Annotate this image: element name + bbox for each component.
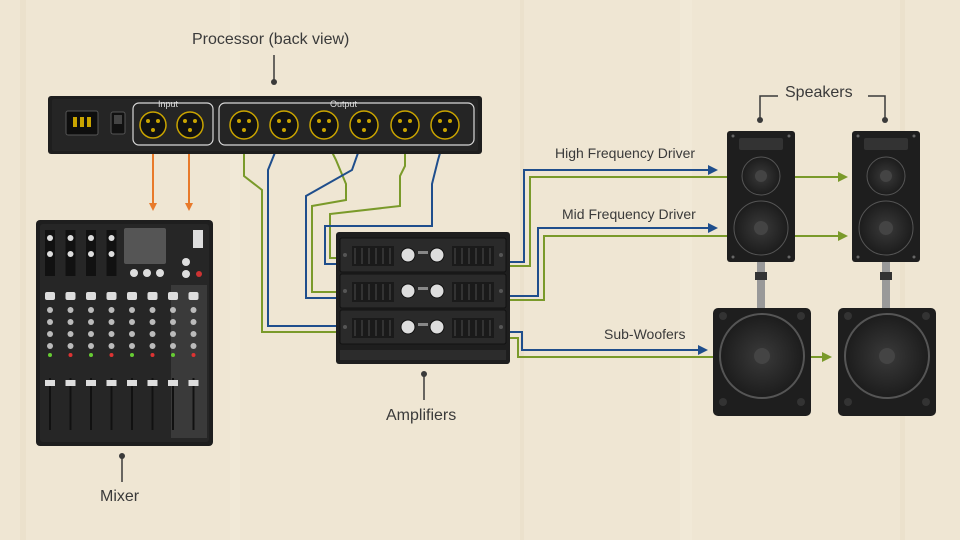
mixer-label: Mixer (100, 488, 140, 505)
power-switch-icon (110, 111, 126, 135)
xlr-output-3-icon (309, 110, 339, 140)
mixer-display (124, 228, 166, 264)
high-frequency-label: High Frequency Driver (555, 145, 696, 161)
mixer-channel-strip (168, 292, 178, 430)
mixer-channels (45, 230, 199, 430)
speakers-bracket-right (868, 95, 886, 120)
xlr-output-5-icon (390, 110, 420, 140)
mixer-unit (36, 220, 213, 446)
amplifiers-callout-dot (421, 371, 427, 377)
mixer-channel-strip (65, 230, 76, 430)
mixer-channel-strip (147, 292, 158, 430)
input-group-frame (132, 102, 214, 146)
xlr-output-6-icon (430, 110, 460, 140)
mid-frequency-label: Mid Frequency Driver (562, 206, 696, 222)
mixer-channel-strip (127, 292, 137, 430)
processor-unit (48, 96, 482, 154)
full-range-speaker-2 (852, 131, 920, 310)
xlr-outputs (229, 110, 460, 140)
amplifier-3 (339, 309, 507, 345)
speakers-bracket-left (759, 95, 778, 120)
sub-woofer-1 (713, 308, 811, 416)
processor-label: Processor (back view) (192, 31, 350, 48)
output-group-frame (218, 102, 475, 146)
amplifier-1 (339, 237, 507, 273)
output-label: Output (330, 99, 358, 109)
full-range-speaker-1 (727, 131, 795, 310)
processor-callout-dot (271, 79, 277, 85)
amp-to-speaker-cables (508, 165, 848, 362)
xlr-input-1-icon (139, 111, 167, 139)
power-inlet-icon (65, 110, 99, 136)
sub-woofers-label: Sub-Woofers (604, 326, 686, 342)
mixer-channel-strip (86, 230, 96, 430)
input-label: Input (158, 99, 179, 109)
xlr-output-2-icon (269, 110, 299, 140)
amplifier-rack (336, 232, 510, 364)
mixer-channel-strip (188, 292, 199, 430)
sub-woofer-2 (838, 308, 936, 416)
mixer-channel-strip (106, 230, 117, 430)
amplifier-2 (339, 273, 507, 309)
xlr-output-4-icon (349, 110, 379, 140)
xlr-output-1-icon (229, 110, 259, 140)
amplifiers-label: Amplifiers (386, 407, 457, 424)
mixer-channel-strip (45, 230, 55, 430)
speakers-label: Speakers (785, 84, 853, 101)
xlr-input-2-icon (176, 111, 204, 139)
mixer-callout-dot (119, 453, 125, 459)
background-texture (20, 0, 905, 540)
